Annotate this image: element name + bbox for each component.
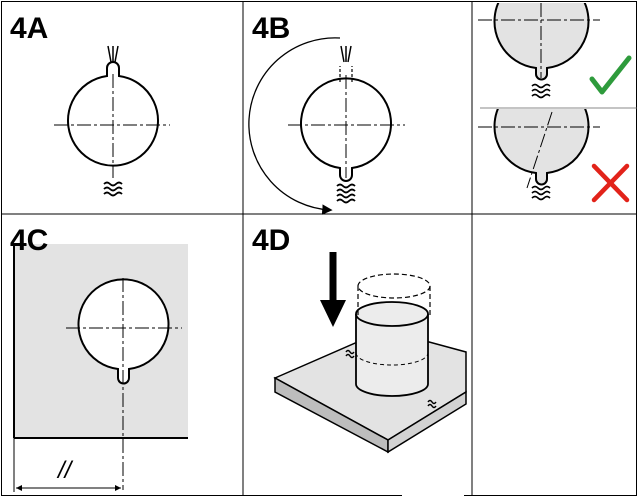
wavy-chip-icon bbox=[345, 349, 355, 359]
wavy-chip-icon bbox=[531, 83, 551, 99]
cross-mark-icon bbox=[591, 163, 630, 203]
plate-side bbox=[387, 390, 467, 454]
parallel-symbol: // bbox=[56, 457, 74, 484]
down-arrow-icon bbox=[320, 252, 346, 327]
wrong-example bbox=[478, 109, 600, 201]
panel-label-4d: 4D bbox=[252, 224, 291, 257]
panel-4c-drawing bbox=[13, 244, 188, 492]
panel-label-4c: 4C bbox=[10, 224, 49, 257]
panel-label-4a: 4A bbox=[10, 12, 49, 45]
panel-label-4b: 4B bbox=[252, 12, 291, 45]
ghost-notch-4b bbox=[339, 66, 353, 82]
ghost-cylinder bbox=[357, 273, 431, 316]
bore-outline-wrong bbox=[493, 109, 590, 186]
wavy-chip-icon bbox=[336, 183, 356, 204]
cylinder-body bbox=[355, 314, 429, 397]
bore-outline-4a bbox=[67, 61, 159, 167]
check-mark-icon bbox=[589, 55, 632, 95]
cutter-tip-icon bbox=[340, 45, 352, 63]
correct-example bbox=[478, 3, 600, 99]
edge-mask bbox=[402, 491, 464, 497]
panel-4b-drawing bbox=[248, 37, 405, 215]
bore-outline-correct bbox=[493, 3, 590, 81]
rotation-arrow bbox=[248, 37, 341, 215]
wavy-chip-icon bbox=[531, 185, 551, 201]
wavy-chip-icon bbox=[103, 181, 123, 197]
wavy-chip-icon bbox=[427, 399, 437, 409]
panel-4d-drawing bbox=[273, 252, 467, 454]
panel-4a-drawing bbox=[54, 45, 170, 197]
cutter-tip-icon bbox=[107, 45, 119, 63]
